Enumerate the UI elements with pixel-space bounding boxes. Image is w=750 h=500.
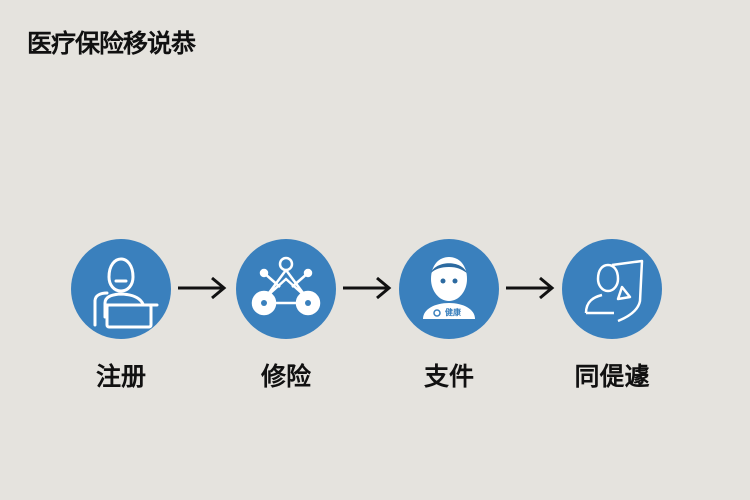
agent-badge-icon: 健康	[399, 239, 499, 339]
step-register: 注册	[71, 239, 171, 393]
step-insurance: 修险	[236, 239, 336, 393]
page-title: 医疗保险移说恭	[27, 29, 196, 58]
user-laptop-icon	[71, 239, 171, 339]
arrow-right-icon	[343, 276, 392, 300]
step-label: 修险	[260, 362, 311, 391]
network-icon	[236, 239, 336, 339]
step-label: 注册	[95, 362, 146, 391]
arrow-right-icon	[506, 276, 555, 300]
user-document-icon	[562, 239, 662, 339]
step-payment: 健康 支件	[399, 239, 499, 393]
badge-text: 健康	[445, 308, 461, 317]
arrow-right-icon	[178, 276, 227, 300]
step-label: 同偍遽	[574, 362, 650, 391]
step-completion: 同偍遽	[562, 239, 662, 393]
step-label: 支件	[423, 362, 474, 391]
